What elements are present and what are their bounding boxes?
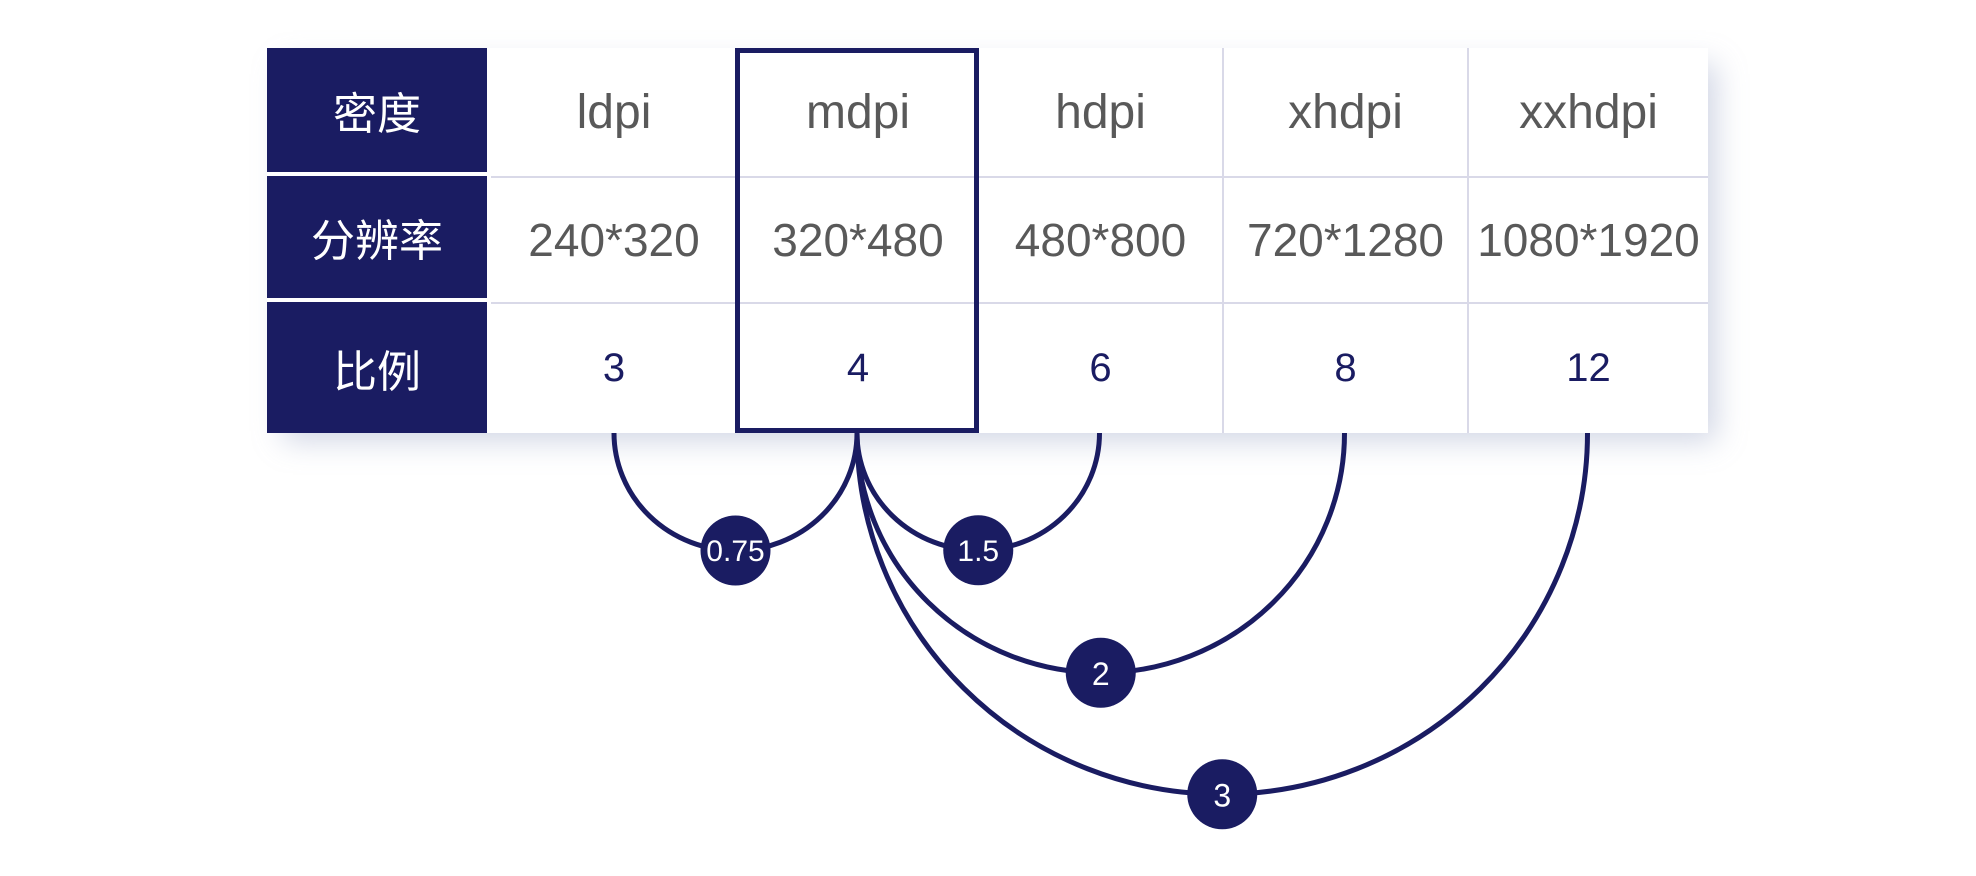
scale-badge [700,515,771,586]
scale-badge-label: 2 [1092,656,1110,692]
density-table: 密度 ldpi mdpi hdpi xhdpi xxhdpi 分辨率 240*3… [267,48,1708,433]
ratio-cell-xxhdpi: 12 [1467,302,1708,433]
density-cell-xhdpi: xhdpi [1222,48,1467,176]
row-header-density: 密度 [267,48,491,176]
resolution-cell-ldpi: 240*320 [491,176,737,302]
row-header-ratio: 比例 [267,302,491,433]
density-cell-hdpi: hdpi [977,48,1222,176]
resolution-cell-xhdpi: 720*1280 [1222,176,1467,302]
scale-badge [1065,637,1136,708]
scale-badge [943,515,1014,586]
scale-arc-mdpi-xxhdpi [854,432,1590,797]
resolution-cell-mdpi: 320*480 [737,176,977,302]
density-cell-ldpi: ldpi [491,48,737,176]
scale-arc-mdpi-xhdpi [854,432,1347,676]
ratio-cell-ldpi: 3 [491,302,737,433]
density-cell-xxhdpi: xxhdpi [1467,48,1708,176]
ratio-cell-hdpi: 6 [977,302,1222,433]
scale-badge [1187,759,1258,830]
scale-badge-label: 1.5 [957,535,999,568]
resolution-cell-hdpi: 480*800 [977,176,1222,302]
scale-badge-label: 3 [1213,778,1231,814]
resolution-cell-xxhdpi: 1080*1920 [1467,176,1708,302]
ratio-cell-xhdpi: 8 [1222,302,1467,433]
scale-badge-label: 0.75 [706,535,764,568]
row-header-resolution: 分辨率 [267,176,491,302]
density-cell-mdpi: mdpi [737,48,977,176]
